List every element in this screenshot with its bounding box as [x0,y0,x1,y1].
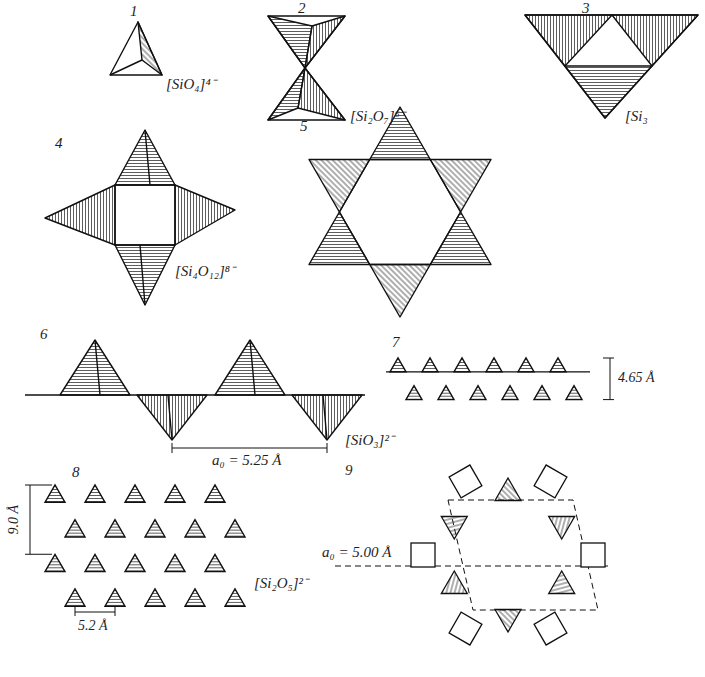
formula-label: [Si₂O₇]⁶⁻ [350,108,405,125]
four-ring [45,130,235,305]
sheet [25,485,245,616]
six-ring [309,107,491,317]
formula-label: [Si₃ [625,108,648,125]
dimension-label: 4.65 Å [618,370,655,385]
dimension-label: a₀ = 5.25 Å [212,452,282,469]
figure-number: 6 [40,326,48,343]
dimension-label: 5.2 Å [78,618,108,633]
dimension-label: 9.0 Å [6,505,21,535]
figure-number: 8 [72,464,80,481]
formula-label: [SiO₄]⁴⁻ [166,76,216,93]
figure-number: 5 [300,118,308,135]
formula-label: [SiO₃]²⁻ [345,432,394,449]
figure-number: 1 [130,3,138,20]
dimension-label: a₀ = 5.00 Å [322,544,392,561]
figure-number: 7 [392,334,400,351]
single-chain [25,340,365,453]
double-chain [386,358,614,400]
single-tetrahedron [110,22,162,75]
figure-number: 3 [582,0,590,17]
figure-number: 9 [345,462,353,479]
three-ring [525,15,698,118]
figure-number: 4 [55,135,63,152]
double-tetrahedron [268,16,345,120]
formula-label: [Si₂O₅]²⁻ [254,575,308,592]
figure-number: 2 [298,0,306,17]
formula-label: [Si₄O₁₂]⁸⁻ [175,263,235,280]
